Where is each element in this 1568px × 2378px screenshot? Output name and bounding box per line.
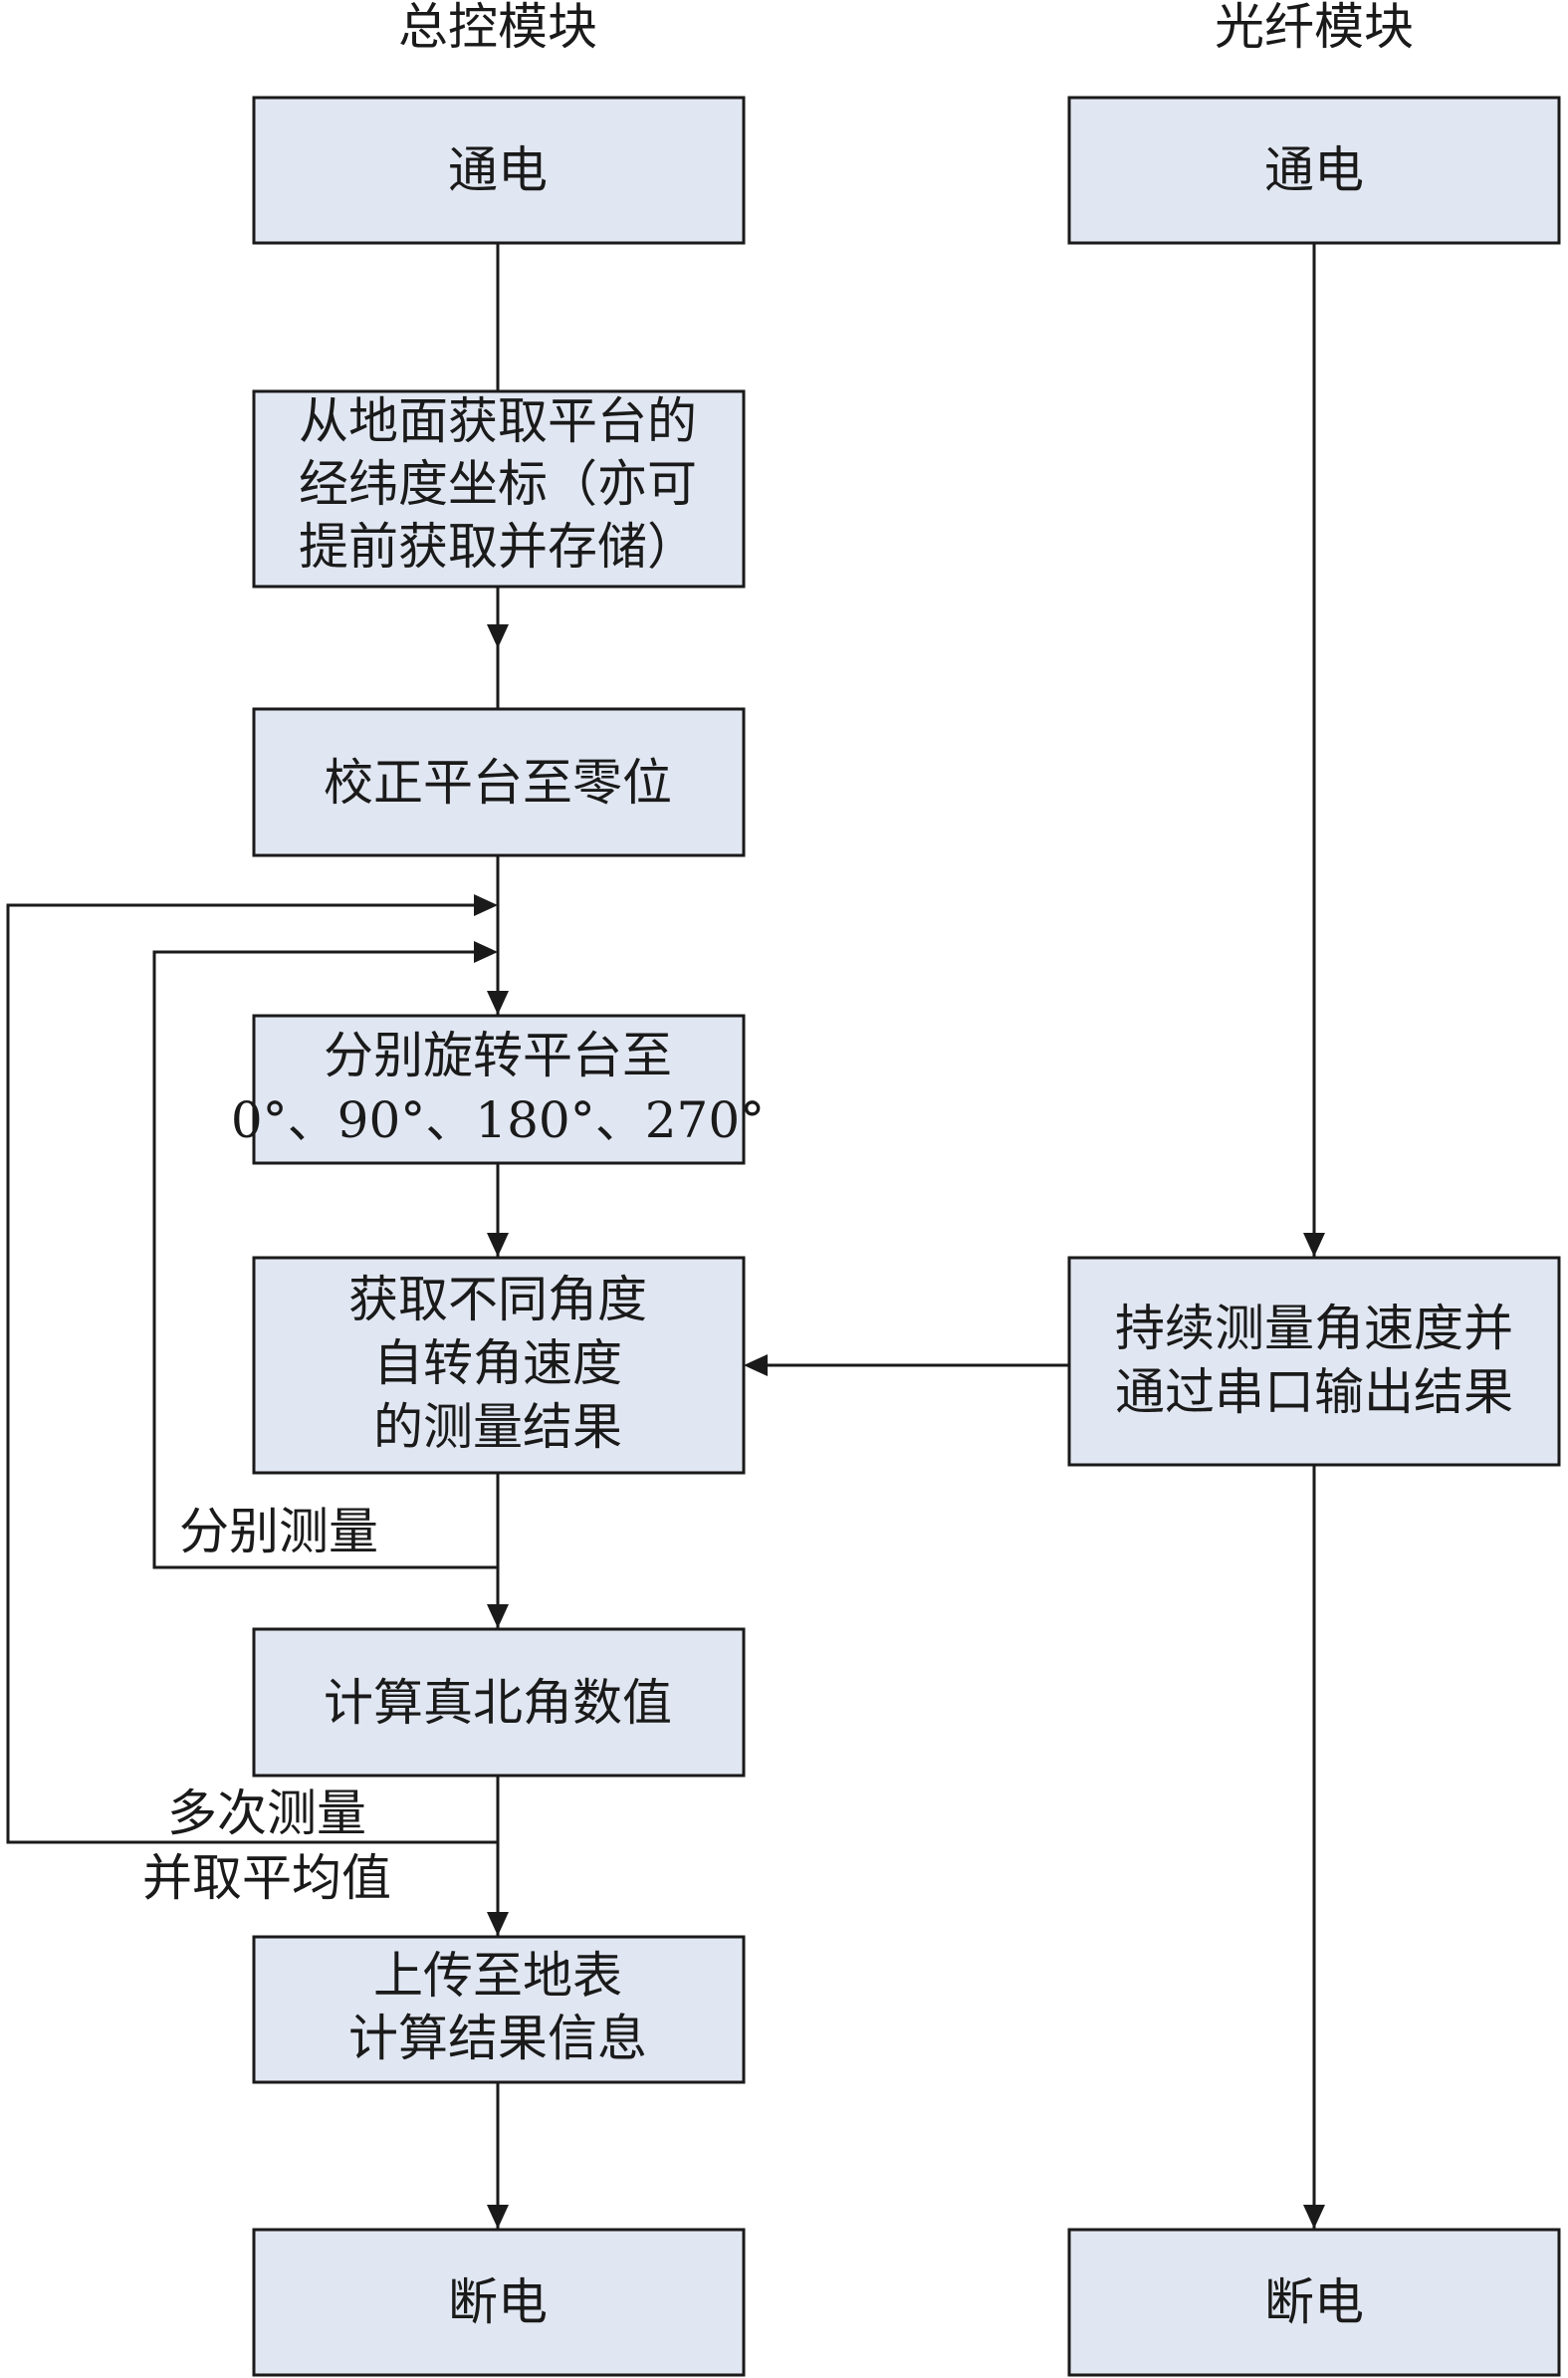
- arrowhead-into-measure: [487, 1233, 509, 1257]
- rotate-platform-line-1: 分别旋转平台至: [324, 1027, 672, 1084]
- loop-label-each-measure: 分别测量: [179, 1503, 378, 1560]
- control-power-on-line-1: 通电: [448, 141, 548, 199]
- continuous-measure-line-1: 持续测量角速度并: [1115, 1300, 1513, 1357]
- fiber-module-header: 光纤模块: [1215, 0, 1414, 56]
- get-coordinates-box: 从地面获取平台的 经纬度坐标（亦可 提前获取并存储）: [252, 389, 746, 589]
- upload-results-box: 上传至地表 计算结果信息: [252, 1935, 746, 2084]
- loop-label-repeat-line-2: 并取平均值: [142, 1849, 391, 1907]
- measure-results-line-3: 的测量结果: [373, 1398, 622, 1456]
- arrowhead-into-measure-side: [744, 1354, 768, 1376]
- control-power-on-box: 通电: [252, 96, 746, 245]
- measure-results-box: 获取不同角度 自转角速度 的测量结果: [252, 1256, 746, 1475]
- continuous-measure-line-2: 通过串口输出结果: [1115, 1363, 1513, 1421]
- fiber-power-off-box: 断电: [1067, 2228, 1561, 2377]
- rotate-platform-box: 分别旋转平台至 0°、90°、180°、270°: [231, 1014, 765, 1165]
- compute-north-box: 计算真北角数值: [252, 1627, 746, 1778]
- control-power-off-box: 断电: [252, 2228, 746, 2377]
- loop-each-measure: [152, 950, 498, 1569]
- continuous-measure-box: 持续测量角速度并 通过串口输出结果: [1067, 1256, 1561, 1467]
- control-power-off-line-1: 断电: [448, 2273, 548, 2331]
- fiber-power-off-line-1: 断电: [1264, 2273, 1364, 2331]
- arrowhead-coords-mid: [487, 624, 509, 648]
- arrowhead-into-compute: [487, 1604, 509, 1628]
- get-coordinates-line-1: 从地面获取平台的: [299, 392, 697, 450]
- rotate-platform-line-2: 0°、90°、180°、270°: [231, 1091, 765, 1149]
- arrowhead-into-rotate: [487, 991, 509, 1015]
- fiber-power-on-line-1: 通电: [1264, 141, 1364, 199]
- calibrate-line-1: 校正平台至零位: [324, 754, 672, 812]
- get-coordinates-line-2: 经纬度坐标（亦可: [299, 455, 697, 513]
- control-module-header: 总控模块: [398, 0, 597, 56]
- upload-results-line-1: 上传至地表: [373, 1947, 622, 2005]
- arrowhead-loop-repeat: [474, 894, 498, 916]
- arrowhead-into-upload: [487, 1912, 509, 1936]
- loop-repeat-average: [6, 903, 498, 1844]
- loop-label-repeat-line-1: 多次测量: [167, 1784, 366, 1842]
- upload-results-line-2: 计算结果信息: [348, 2010, 647, 2067]
- arrowhead-loop-each: [474, 941, 498, 963]
- arrowhead-into-fiber-poweroff: [1303, 2205, 1325, 2229]
- compute-north-line-1: 计算真北角数值: [324, 1674, 672, 1732]
- get-coordinates-line-3: 提前获取并存储）: [299, 518, 697, 576]
- measure-results-line-1: 获取不同角度: [348, 1271, 647, 1328]
- fiber-power-on-box: 通电: [1067, 96, 1561, 245]
- measure-results-line-2: 自转角速度: [373, 1334, 622, 1392]
- arrowhead-into-continuous: [1303, 1233, 1325, 1257]
- calibrate-box: 校正平台至零位: [252, 707, 746, 857]
- arrowhead-into-control-poweroff: [487, 2205, 509, 2229]
